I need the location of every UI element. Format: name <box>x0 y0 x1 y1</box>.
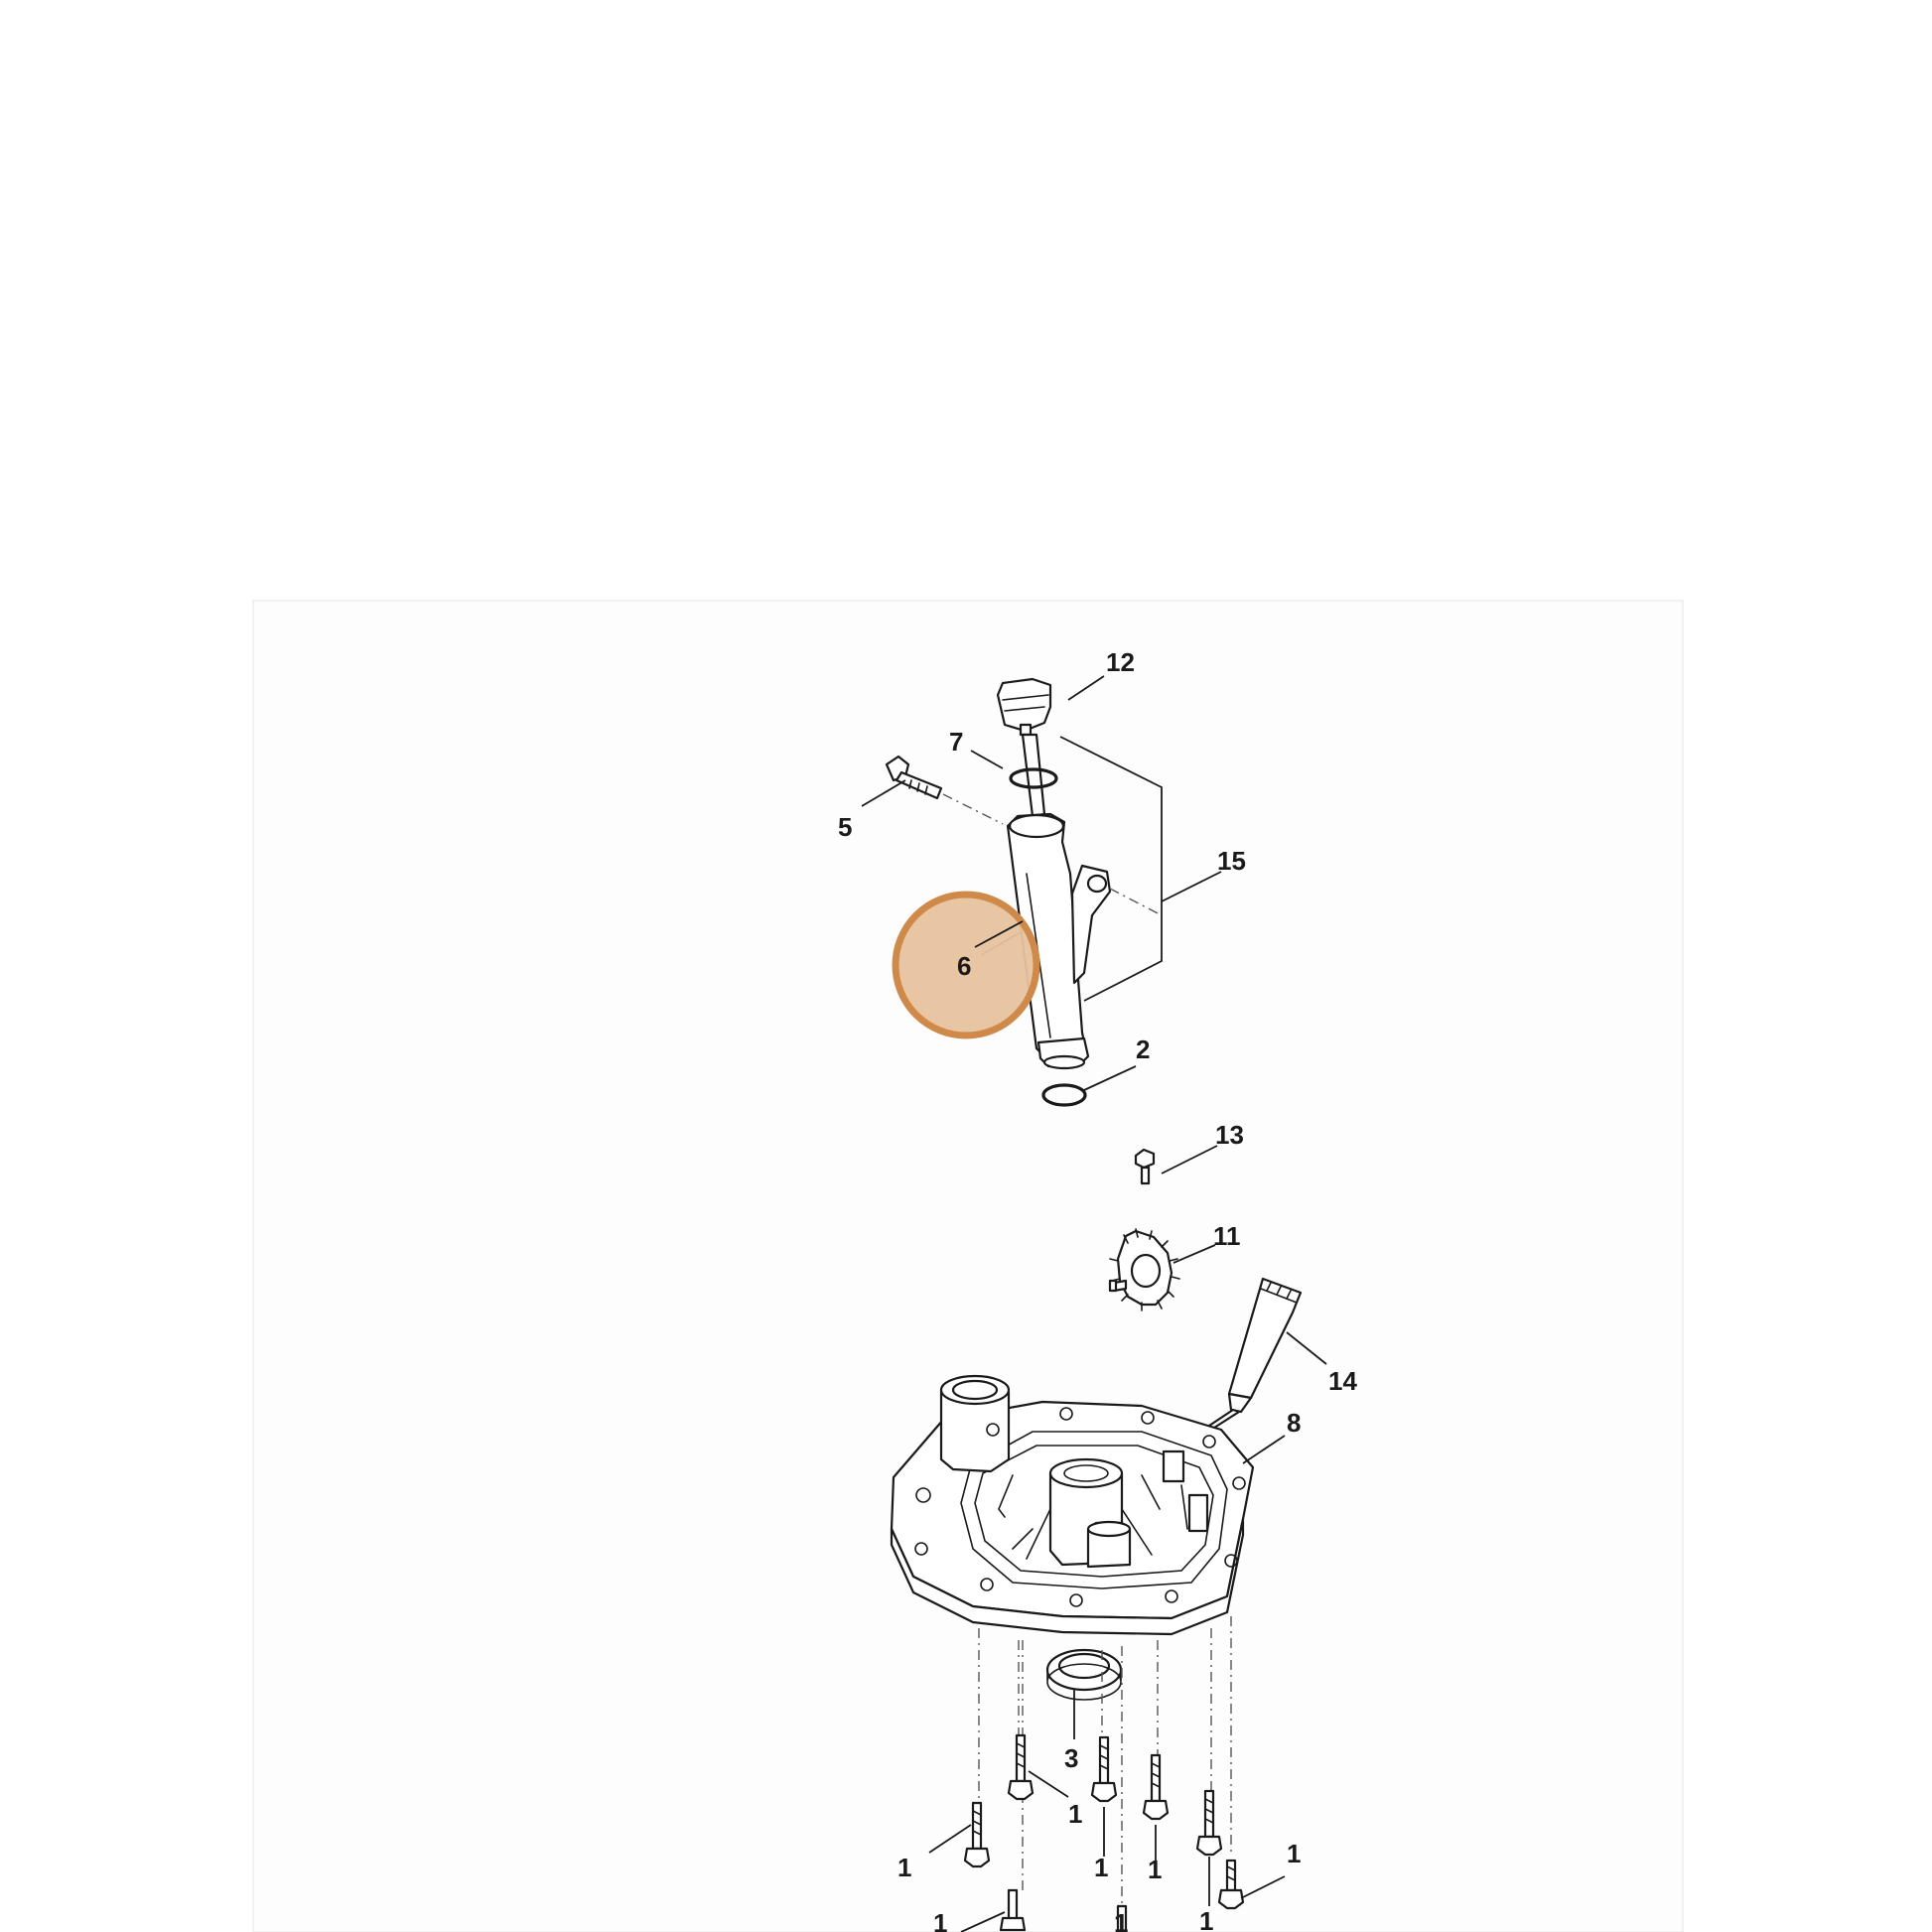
label-12[interactable]: 12 <box>1106 647 1135 677</box>
assembly-15-bracket <box>1059 736 1163 1002</box>
label-14[interactable]: 14 <box>1328 1366 1357 1396</box>
label-5[interactable]: 5 <box>838 812 852 842</box>
callout-labels: 12 7 5 15 6 2 13 11 14 8 3 1 1 1 1 1 1 1… <box>838 647 1357 1932</box>
part-8-housing[interactable] <box>890 1374 1255 1636</box>
bolt-1b[interactable] <box>1090 1735 1118 1803</box>
label-2[interactable]: 2 <box>1136 1035 1150 1064</box>
part-7-o-ring[interactable] <box>1009 767 1058 789</box>
bolt-1c[interactable] <box>1142 1753 1170 1821</box>
part-5-screw[interactable] <box>885 755 943 800</box>
label-6[interactable]: 6 <box>957 951 971 981</box>
part-6-leader <box>974 920 1024 948</box>
label-1-e[interactable]: 1 <box>1287 1839 1301 1868</box>
label-13[interactable]: 13 <box>1215 1120 1244 1150</box>
label-11[interactable]: 11 <box>1213 1221 1241 1251</box>
part-2-o-ring[interactable] <box>1041 1083 1087 1107</box>
label-1-d[interactable]: 1 <box>1148 1855 1162 1884</box>
diagram-panel <box>252 600 1684 1932</box>
label-1-b[interactable]: 1 <box>897 1853 911 1882</box>
label-1-c[interactable]: 1 <box>1094 1853 1108 1882</box>
part-12-oil-cap[interactable] <box>996 677 1052 737</box>
label-1-f[interactable]: 1 <box>1199 1906 1213 1932</box>
leader-lines <box>861 675 1327 1932</box>
label-7[interactable]: 7 <box>949 727 963 757</box>
bolt-1f[interactable] <box>1217 1859 1245 1910</box>
part-6-filler-tube[interactable] <box>1006 812 1112 1070</box>
label-1-h[interactable]: 1 <box>1114 1908 1128 1932</box>
label-1-a[interactable]: 1 <box>1068 1799 1082 1829</box>
bolt-1e[interactable] <box>1195 1789 1223 1857</box>
bolt-1g[interactable] <box>999 1888 1027 1932</box>
part-1-bolts[interactable] <box>963 1733 1245 1932</box>
part-13-bolt[interactable] <box>1134 1148 1156 1185</box>
bolt-1d[interactable] <box>963 1801 991 1868</box>
label-1-g[interactable]: 1 <box>933 1908 947 1932</box>
label-3[interactable]: 3 <box>1064 1743 1078 1773</box>
part-11-gear[interactable] <box>1108 1228 1180 1311</box>
label-8[interactable]: 8 <box>1287 1408 1301 1438</box>
bolt-1a[interactable] <box>1007 1733 1035 1801</box>
bolt-1h[interactable] <box>1116 1904 1128 1932</box>
part-14-sealant-tube[interactable] <box>1207 1277 1303 1432</box>
label-15[interactable]: 15 <box>1217 846 1246 876</box>
bolt-guide-lines <box>978 1616 1232 1910</box>
bracket-guide <box>1109 888 1163 916</box>
part-6-highlight[interactable] <box>892 891 1040 1039</box>
